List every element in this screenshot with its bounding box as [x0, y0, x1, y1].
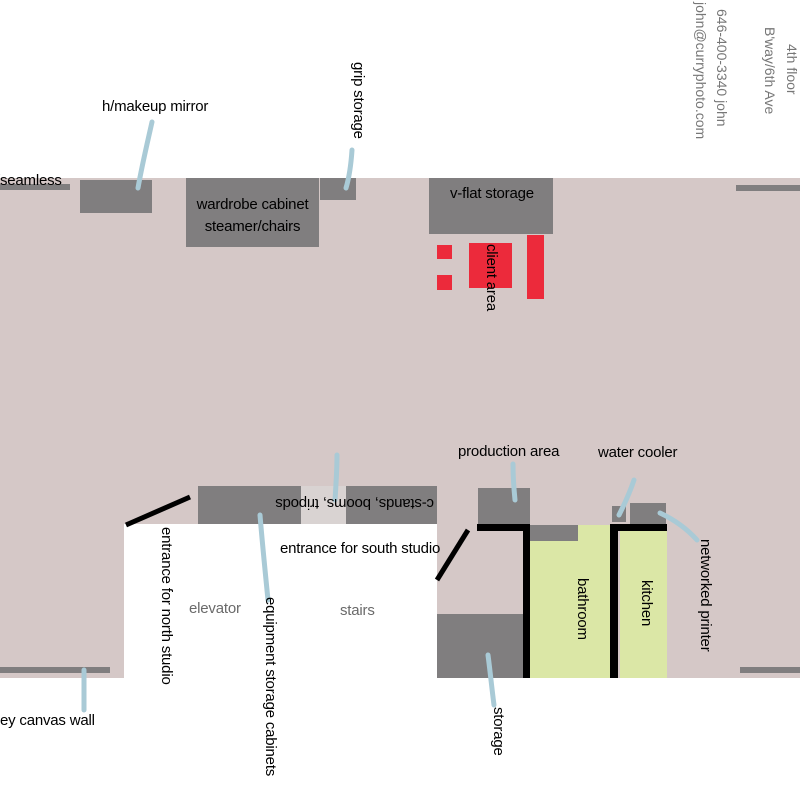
seamless-label: /seamless: [0, 172, 62, 189]
address-email: john@curryphoto.com: [693, 2, 709, 140]
equipment-storage-block: [198, 486, 301, 524]
address-phone: 646-400-3340 john: [714, 9, 730, 127]
client-area-label: client area: [483, 244, 500, 312]
equipment-storage-label: equipment storage cabinets: [262, 597, 279, 777]
address-floor: 4th floor: [784, 44, 800, 95]
kitchen-room: [620, 530, 667, 678]
water-cooler-block: [612, 506, 626, 522]
wardrobe-label: wardrobe cabinet steamer/chairs: [186, 194, 319, 238]
storage-label: storage: [490, 707, 507, 756]
bathroom-right-wall: [610, 524, 618, 678]
water-cooler-label: water cooler: [598, 444, 678, 461]
production-area-label: production area: [458, 443, 560, 460]
c-stands-block: [346, 486, 437, 524]
bathroom-counter: [530, 525, 578, 541]
east-wall-bar-top: [736, 185, 800, 191]
production-top-wall: [477, 524, 530, 531]
networked-printer-block: [630, 503, 666, 525]
canvas-wall-label: ey canvas wall: [0, 712, 95, 729]
grip-storage-block: [320, 178, 356, 200]
storage-block: [437, 614, 524, 678]
wardrobe-cabinet-block: [186, 178, 319, 247]
kitchen-label: kitchen: [638, 580, 655, 627]
client-sofa: [527, 235, 544, 299]
bathroom-label: bathroom: [574, 578, 591, 640]
entrance-south-label: entrance for south studio: [280, 540, 441, 557]
vflat-storage-block: [429, 178, 553, 234]
bathroom-room: [530, 525, 610, 678]
east-wall-bar-bottom: [740, 667, 800, 673]
grip-storage-label: grip storage: [350, 62, 367, 139]
wardrobe-label-text: wardrobe cabinet steamer/chairs: [196, 196, 309, 235]
networked-printer-label: networked printer: [697, 539, 714, 652]
makeup-mirror-block: [80, 180, 152, 213]
lower-white-area-right: [437, 678, 800, 800]
vflat-label: v-flat storage: [450, 185, 534, 202]
entrance-north-label: entrance for north studio: [158, 527, 175, 685]
elevator-stairs-lobby: [124, 524, 437, 800]
address-street: B'way/6th Ave: [762, 27, 778, 115]
bathroom-left-wall: [523, 524, 530, 678]
lower-white-area-left: [0, 678, 124, 800]
elevator-label: elevator: [189, 600, 241, 617]
stairs-label: stairs: [340, 602, 375, 619]
production-area-block: [478, 488, 530, 525]
canvas-wall-bar: [0, 667, 110, 673]
makeup-mirror-label: h/makeup mirror: [102, 98, 209, 115]
seamless-wall-bar: [0, 184, 70, 190]
client-table: [469, 243, 512, 288]
client-chair-2: [437, 275, 452, 290]
kitchen-top-wall: [610, 524, 667, 531]
c-stands-label: c-stands, booms, tripods: [275, 495, 434, 512]
client-chair-1: [437, 245, 452, 259]
